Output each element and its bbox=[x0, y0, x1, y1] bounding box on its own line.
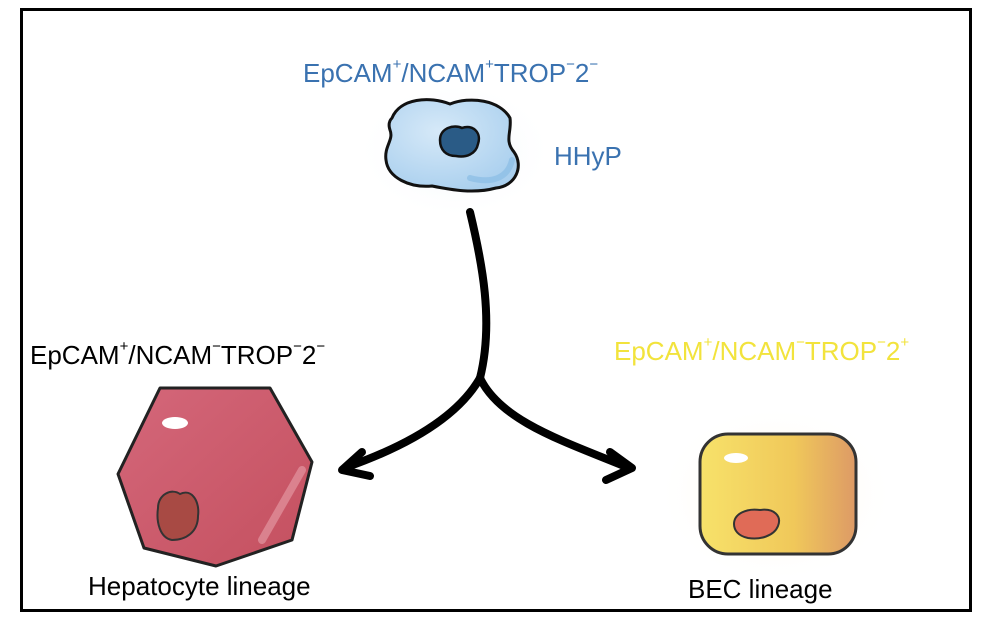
hepatocyte-arrowhead bbox=[338, 448, 374, 480]
bec-marker-label: EpCAM+/NCAM−TROP−2+ bbox=[614, 334, 910, 366]
hhyp-cell bbox=[355, 80, 555, 220]
bec-cell bbox=[656, 404, 896, 584]
arrow-to-bec bbox=[476, 374, 628, 470]
hhyp-marker-label: EpCAM+/NCAM+TROP−2− bbox=[303, 56, 599, 88]
arrow-to-hepatocyte bbox=[346, 374, 484, 470]
bec-name-label: BEC lineage bbox=[688, 574, 833, 604]
hepatocyte-marker-label: EpCAM+/NCAM−TROP−2− bbox=[30, 338, 326, 370]
lineage-arrows bbox=[338, 208, 636, 484]
bec-arrowhead bbox=[602, 448, 636, 484]
hepatocyte-name-label: Hepatocyte lineage bbox=[88, 571, 311, 601]
trunk-arrow bbox=[466, 208, 491, 382]
hhyp-name-label: HHyP bbox=[554, 141, 622, 171]
hepatocyte-cell bbox=[116, 386, 314, 568]
